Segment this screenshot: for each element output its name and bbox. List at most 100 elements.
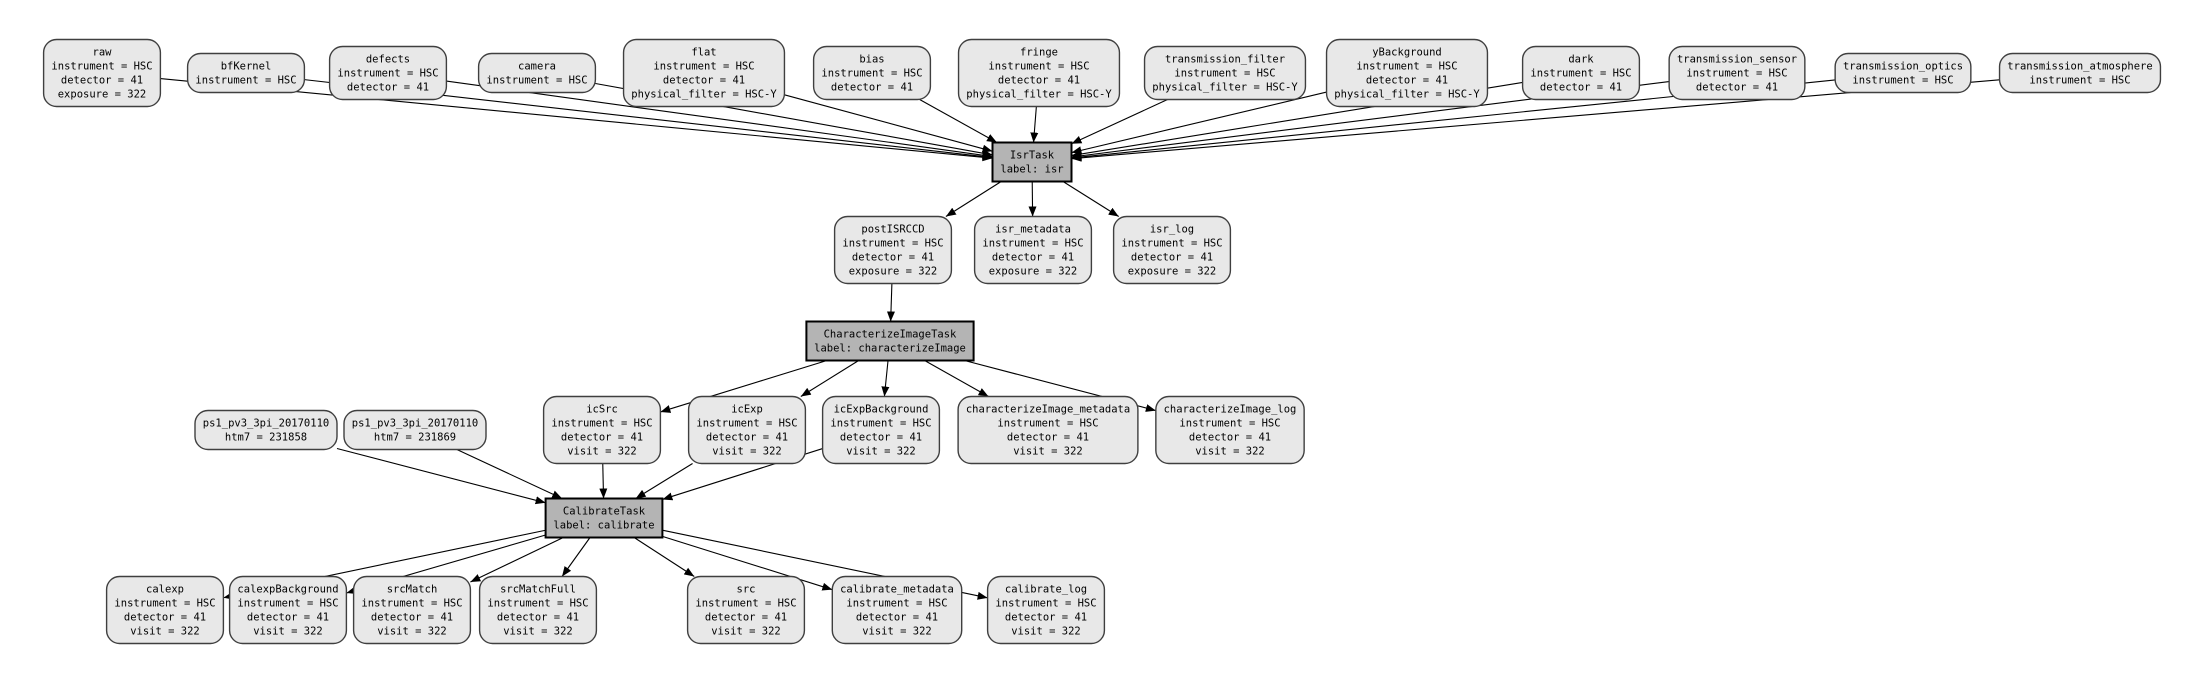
edge-transmission_filter-to-isr: [1071, 99, 1168, 145]
edge-yBackground-to-isr: [1071, 91, 1327, 155]
edge-raw-to-isr: [160, 78, 993, 162]
edge-transmission_atmosphere-to-isr: [1071, 79, 2000, 162]
edge-flat-to-isr: [784, 94, 993, 153]
node-box-icSrc: [542, 395, 662, 465]
edge-icExp-to-calibrate: [635, 463, 693, 499]
node-box-icExp: [687, 395, 807, 465]
edge-characterizeImage-to-icExpBackground: [881, 360, 890, 397]
node-box-transmission_optics: [1834, 52, 1972, 94]
node-box-camera: [477, 52, 597, 94]
edge-calibrate-to-calibrate_metadata: [662, 535, 833, 591]
edge-fringe-to-isr: [1030, 106, 1039, 143]
edge-characterizeImage-to-icSrc: [660, 359, 828, 413]
edge-characterizeImage-to-icExp: [800, 360, 859, 397]
node-box-yBackground: [1325, 38, 1489, 108]
node-box-characterizeImage: [805, 320, 975, 362]
edge-calibrate-to-srcMatchFull: [561, 537, 591, 577]
node-box-characterizeImage_metadata: [957, 395, 1139, 465]
node-box-calibrate: [544, 497, 664, 539]
node-box-isr: [991, 141, 1073, 183]
node-box-calibrate_log: [986, 575, 1106, 645]
node-box-srcMatch: [352, 575, 472, 645]
node-box-src: [686, 575, 806, 645]
node-box-defects: [328, 45, 448, 101]
node-box-isr_metadata: [973, 215, 1093, 285]
node-box-bfKernel: [186, 52, 306, 94]
node-box-transmission_filter: [1143, 45, 1307, 101]
node-box-bias: [812, 45, 932, 101]
edge-calibrate-to-src: [633, 537, 695, 577]
node-box-srcMatchFull: [478, 575, 598, 645]
node-box-raw: [42, 38, 162, 108]
edge-isr-to-postISRCCD: [945, 181, 1002, 217]
edge-icSrc-to-calibrate: [599, 463, 608, 499]
node-box-postISRCCD: [833, 215, 953, 285]
node-box-transmission_atmosphere: [1998, 52, 2162, 94]
node-box-ps1_htm7_231869: [343, 409, 487, 451]
edge-characterizeImage-to-characterizeImage_metadata: [924, 360, 989, 397]
node-box-calexpBackground: [228, 575, 348, 645]
edge-isr-to-isr_log: [1062, 181, 1119, 217]
node-box-calexp: [105, 575, 225, 645]
node-box-isr_log: [1112, 215, 1232, 285]
node-box-dark: [1521, 45, 1641, 101]
edge-ps1_htm7_231869-to-calibrate: [456, 449, 563, 499]
node-box-fringe: [957, 38, 1121, 108]
edges-layer: [160, 78, 2000, 600]
edge-calibrate-to-srcMatch: [470, 537, 564, 583]
edge-postISRCCD-to-characterizeImage: [886, 283, 895, 322]
node-box-transmission_sensor: [1668, 45, 1806, 101]
